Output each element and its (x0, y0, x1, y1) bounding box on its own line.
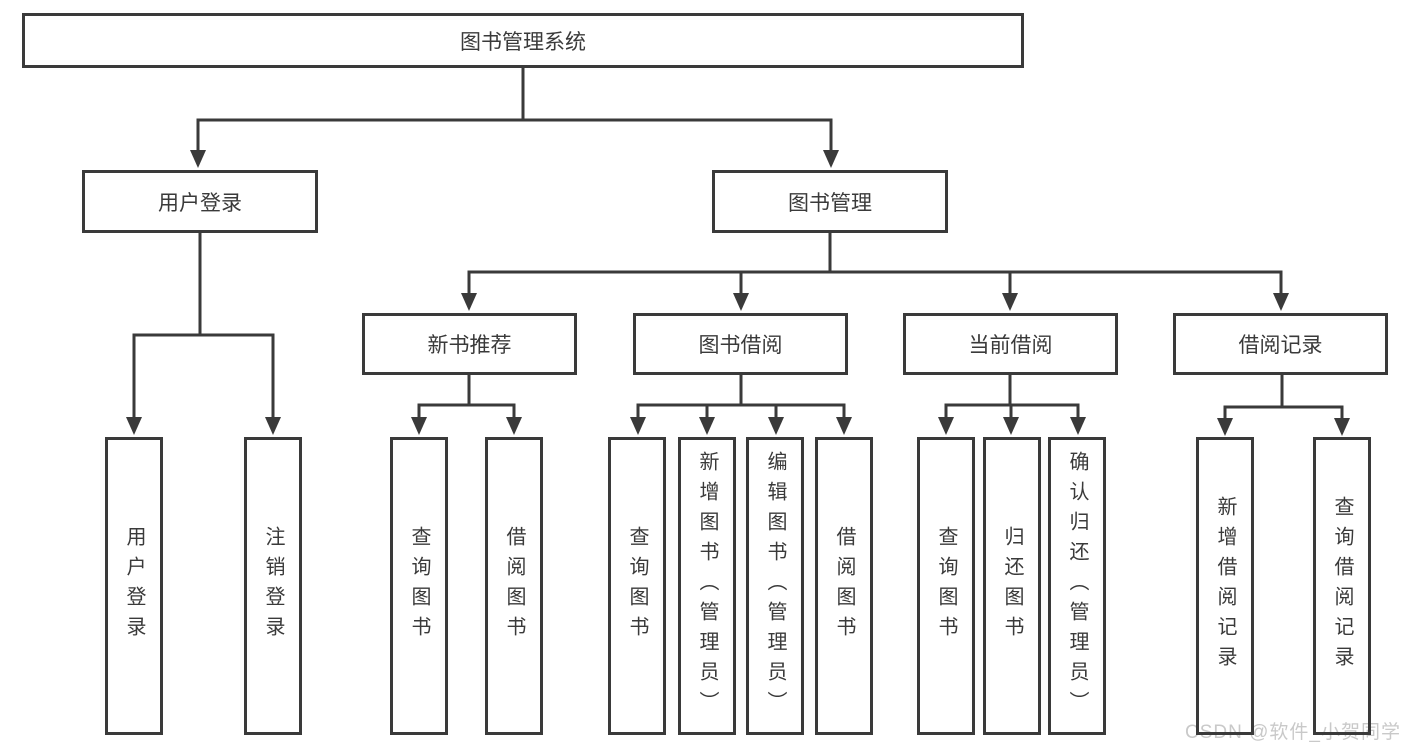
arrowhead-down-icon (1002, 293, 1018, 311)
arrowhead-down-icon (1334, 418, 1350, 436)
node-borrowing-records: 借阅记录 (1173, 313, 1388, 375)
connector-book-borrowing-children (630, 373, 852, 435)
node-user-login: 用户登录 (82, 170, 318, 233)
leaf-confirm-return-admin: 确认归还（管理员） (1048, 437, 1106, 735)
node-book-management: 图书管理 (712, 170, 948, 233)
arrowhead-down-icon (506, 417, 522, 435)
arrowhead-down-icon (1217, 418, 1233, 436)
leaf-logout: 注销登录 (244, 437, 302, 735)
leaf-query-borrow-record: 查询借阅记录 (1313, 437, 1371, 735)
node-library-management-system: 图书管理系统 (22, 13, 1024, 68)
watermark: CSDN @软件_小贺同学 (1185, 722, 1401, 743)
leaf-edit-books-admin: 编辑图书（管理员） (746, 437, 804, 735)
leaf-add-books-admin: 新增图书（管理员） (678, 437, 736, 735)
node-current-borrowing: 当前借阅 (903, 313, 1118, 375)
connector-new-books-children (411, 373, 522, 435)
arrowhead-down-icon (836, 417, 852, 435)
arrowhead-down-icon (1273, 293, 1289, 311)
arrowhead-down-icon (1070, 417, 1086, 435)
leaf-return-books: 归还图书 (983, 437, 1041, 735)
leaf-query-books-recommend: 查询图书 (390, 437, 448, 735)
leaf-add-borrow-record: 新增借阅记录 (1196, 437, 1254, 735)
arrowhead-down-icon (733, 293, 749, 311)
leaf-query-books-current: 查询图书 (917, 437, 975, 735)
leaf-user-login: 用户登录 (105, 437, 163, 735)
arrowhead-down-icon (630, 417, 646, 435)
arrowhead-down-icon (823, 150, 839, 168)
leaf-borrow-books-recommend: 借阅图书 (485, 437, 543, 735)
arrowhead-down-icon (190, 150, 206, 168)
connector-book-management-children (461, 230, 1289, 311)
node-book-borrowing: 图书借阅 (633, 313, 848, 375)
arrowhead-down-icon (699, 417, 715, 435)
connector-root-to-level2 (190, 66, 839, 168)
arrowhead-down-icon (265, 417, 281, 435)
arrowhead-down-icon (768, 417, 784, 435)
arrowhead-down-icon (411, 417, 427, 435)
arrowhead-down-icon (461, 293, 477, 311)
connector-borrow-records-children (1217, 373, 1350, 436)
leaf-query-books-borrowing: 查询图书 (608, 437, 666, 735)
arrowhead-down-icon (938, 417, 954, 435)
connector-user-login-children (126, 231, 281, 435)
arrowhead-down-icon (1003, 417, 1019, 435)
connector-current-borrowing-children (938, 373, 1086, 435)
node-new-book-recommendation: 新书推荐 (362, 313, 577, 375)
arrowhead-down-icon (126, 417, 142, 435)
leaf-borrow-books-borrowing: 借阅图书 (815, 437, 873, 735)
